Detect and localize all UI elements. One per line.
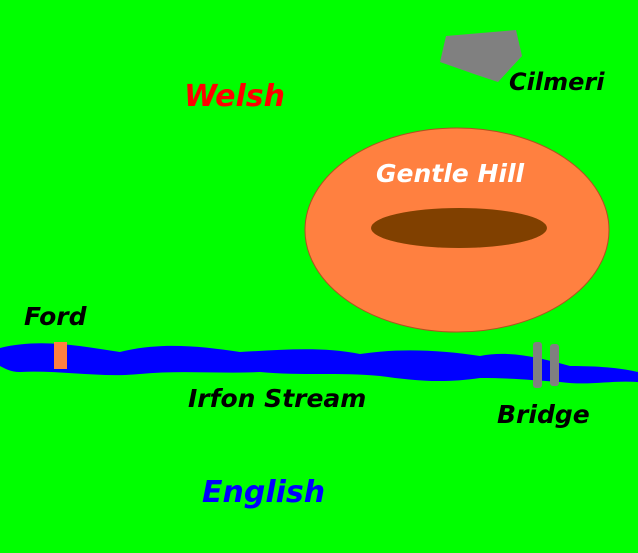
cilmeri-village-shape [440,30,522,82]
cilmeri-label: Cilmeri [509,68,605,96]
ford-marker [54,342,67,369]
bridge-rail-left [533,342,542,388]
irfon-stream [0,343,638,384]
ford-label: Ford [24,302,87,331]
english-label: English [202,475,326,510]
bridge-rail-right [550,344,559,386]
bridge-label: Bridge [497,400,590,429]
gentle-hill-label: Gentle Hill [376,159,525,188]
gentle-hill-summit [371,208,547,248]
irfon-stream-label: Irfon Stream [188,384,367,413]
welsh-label: Welsh [184,79,286,114]
